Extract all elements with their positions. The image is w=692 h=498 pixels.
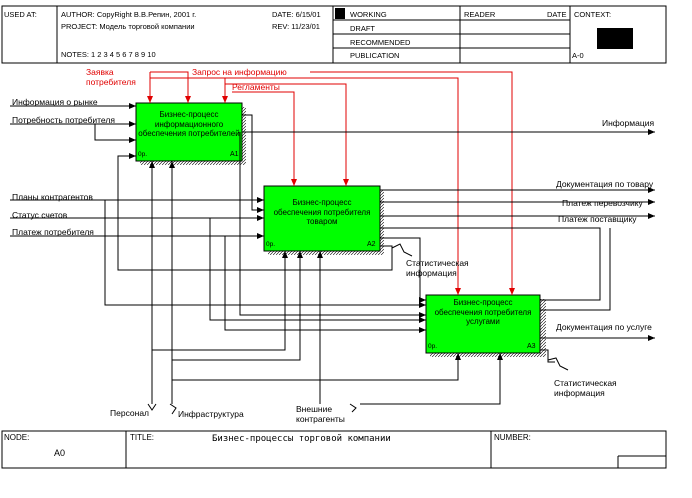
label-stat-info-2b: информация xyxy=(554,388,605,398)
label-carrier-payment: Платеж перевозчику xyxy=(562,198,643,208)
working-status-marker xyxy=(335,8,345,19)
date-label: DATE xyxy=(547,10,567,19)
box-a2 xyxy=(263,185,381,252)
box-a1-dp: 0p. xyxy=(138,151,148,158)
status-publication: PUBLICATION xyxy=(350,51,400,60)
label-information: Информация xyxy=(602,118,655,128)
flow-arrows xyxy=(10,103,655,415)
box-a2-title: Бизнес-процесс обеспечения потребителя т… xyxy=(273,198,371,226)
reader-label: READER xyxy=(464,10,496,19)
title-label: TITLE: xyxy=(130,433,155,442)
label-goods-docs: Документация по товару xyxy=(556,179,654,189)
context-thumbnail xyxy=(597,28,633,49)
node-value: A0 xyxy=(54,448,66,458)
box-a3-number: A3 xyxy=(527,343,536,350)
box-a1-title: Бизнес-процесс информационного обеспечен… xyxy=(138,110,240,138)
diagram-title: Бизнес-процессы торговой компании xyxy=(212,434,391,444)
label-request-a: Заявка xyxy=(86,67,114,77)
label-partner-plans: Планы контрагентов xyxy=(12,192,93,202)
box-a2-number: A2 xyxy=(367,241,376,248)
label-infrastructure: Инфраструктура xyxy=(178,409,244,419)
box-a1-number: A1 xyxy=(230,151,239,158)
box-a3 xyxy=(425,294,541,354)
label-info-request: Запрос на информацию xyxy=(192,67,287,77)
label-stat-info-2a: Статистическая xyxy=(554,378,617,388)
node-label: NODE: xyxy=(4,433,30,442)
label-account-status: Статус счетов xyxy=(12,210,68,220)
label-external-b: контрагенты xyxy=(296,414,345,424)
used-at-label: USED AT: xyxy=(4,10,37,19)
box-a2-dp: 0p. xyxy=(266,241,276,248)
box-a1 xyxy=(135,102,243,162)
number-label: NUMBER: xyxy=(494,433,531,442)
label-supplier-payment: Платеж поставщику xyxy=(558,214,637,224)
project-line: PROJECT: Модель торговой компании xyxy=(61,22,195,31)
label-consumer-payment: Платеж потребителя xyxy=(12,227,94,237)
status-draft: DRAFT xyxy=(350,24,375,33)
label-regulations: Регламенты xyxy=(232,82,280,92)
control-arrows xyxy=(147,71,515,295)
rev-line: REV: 11/23/01 xyxy=(272,22,320,31)
header-frame xyxy=(1,5,667,64)
status-recommended: RECOMMENDED xyxy=(350,38,411,47)
label-stat-info-1a: Статистическая xyxy=(406,258,469,268)
context-label: CONTEXT: xyxy=(574,10,612,19)
label-stat-info-1b: информация xyxy=(406,268,457,278)
status-working: WORKING xyxy=(350,10,387,19)
context-node: A-0 xyxy=(572,51,584,60)
date-line: DATE: 6/15/01 xyxy=(272,10,321,19)
box-a3-title: Бизнес-процесс обеспечения потребителя у… xyxy=(434,298,532,326)
label-service-docs: Документация по услуге xyxy=(556,322,652,332)
footer-frame xyxy=(1,430,667,469)
label-request-b: потребителя xyxy=(86,77,136,87)
box-a3-dp: 0p. xyxy=(428,343,438,350)
author-line: AUTHOR: CopyRight В.В.Репин, 2001 г. xyxy=(61,10,197,19)
label-personnel: Персонал xyxy=(110,408,150,418)
label-consumer-need: Потребность потребителя xyxy=(12,115,115,125)
label-market-info: Информация о рынке xyxy=(12,97,98,107)
notes-line: NOTES: 1 2 3 4 5 6 7 8 9 10 xyxy=(61,50,156,59)
label-external-a: Внешние xyxy=(296,404,333,414)
